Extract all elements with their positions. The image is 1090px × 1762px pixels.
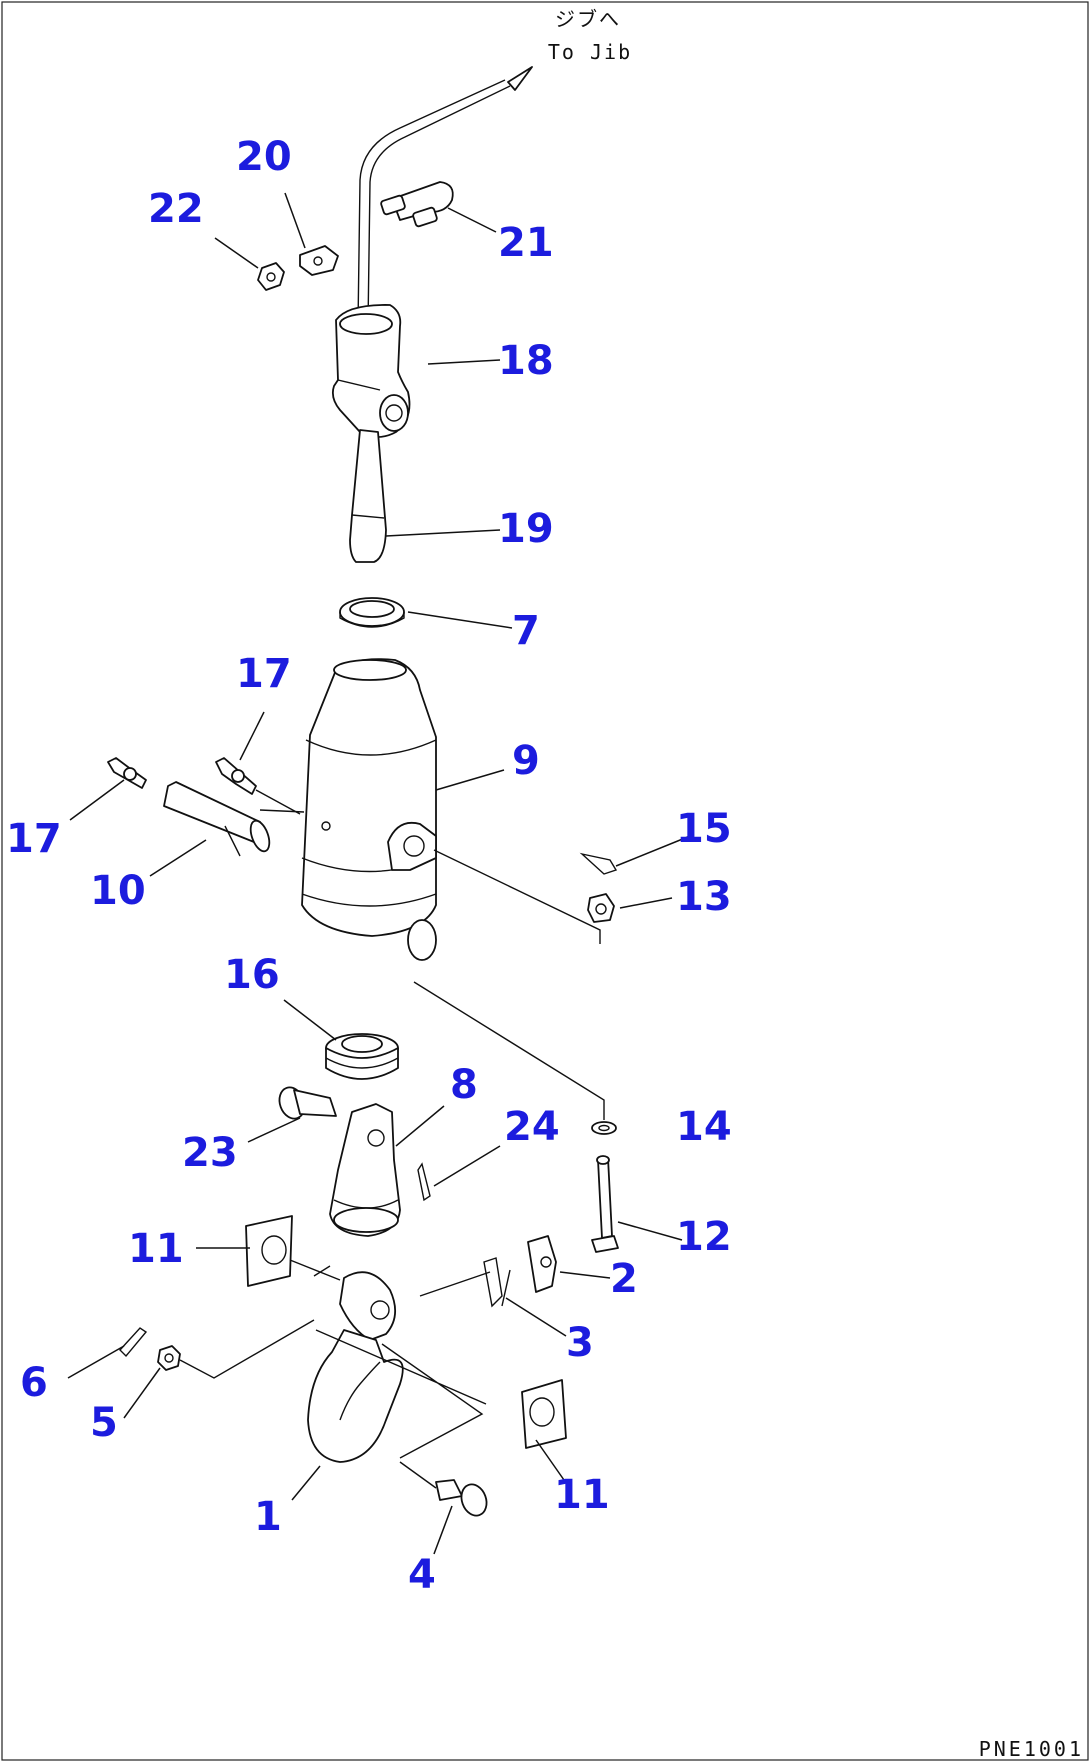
- callout-leaders: [67, 192, 691, 1555]
- callout-11-right: 11: [554, 1472, 610, 1518]
- assembly-axis: [179, 1265, 491, 1459]
- callout-8: 8: [450, 1062, 478, 1108]
- part-22-nut: [257, 262, 285, 291]
- part-23-pin: [278, 1086, 337, 1120]
- callout-19: 19: [498, 506, 554, 552]
- part-3-pin: [483, 1257, 511, 1308]
- part-2-bracket: [527, 1235, 557, 1293]
- callout-16: 16: [224, 952, 280, 998]
- part-8-yoke: [329, 1103, 401, 1237]
- callout-5: 5: [90, 1400, 118, 1446]
- callout-3: 3: [566, 1320, 594, 1366]
- callout-1: 1: [254, 1494, 282, 1540]
- callout-11-left: 11: [128, 1226, 184, 1272]
- callout-20: 20: [236, 134, 292, 180]
- destination-label-jp: ジブへ: [555, 7, 621, 31]
- callout-13: 13: [676, 874, 732, 920]
- wire-rope-to-jib: [357, 66, 533, 326]
- part-16-thrust-bearing: [325, 1033, 399, 1080]
- callout-17-left: 17: [6, 816, 62, 862]
- callout-10: 10: [90, 868, 146, 914]
- part-1-hook: [307, 1271, 404, 1463]
- part-17-grease-fitting-2: [107, 757, 147, 789]
- callout-7: 7: [512, 608, 540, 654]
- part-11-plate-2: [521, 1379, 567, 1449]
- callout-6: 6: [20, 1360, 48, 1406]
- drawing-code: PNE1001: [979, 1737, 1084, 1761]
- part-10-pin: [163, 781, 305, 857]
- part-21-shackle: [380, 181, 454, 228]
- callout-18: 18: [498, 338, 554, 384]
- callout-15: 15: [676, 806, 732, 852]
- destination-label-en: To Jib: [548, 40, 632, 64]
- part-11-plate: [245, 1215, 341, 1287]
- part-6-pin: [119, 1327, 148, 1358]
- callout-23: 23: [182, 1130, 238, 1176]
- callout-2: 2: [610, 1256, 638, 1302]
- part-5-nut: [157, 1345, 181, 1371]
- part-19-wedge: [349, 429, 387, 563]
- part-17-grease-fitting: [215, 757, 301, 815]
- callout-9: 9: [512, 738, 540, 784]
- part-9-swivel-body: [301, 658, 437, 961]
- part-7-ring: [339, 597, 405, 628]
- callout-17-upper: 17: [236, 651, 292, 697]
- part-14-washer: [413, 981, 617, 1135]
- callout-12: 12: [676, 1214, 732, 1260]
- callout-22: 22: [148, 186, 204, 232]
- callout-14: 14: [676, 1104, 732, 1150]
- part-18-socket: [331, 304, 411, 438]
- part-4-bolt: [399, 1461, 488, 1517]
- callout-4: 4: [408, 1552, 436, 1598]
- callout-24: 24: [504, 1104, 560, 1150]
- part-15-cotter-pin: [579, 852, 618, 875]
- part-24-cotter-pin: [417, 1162, 431, 1202]
- callout-21: 21: [498, 220, 554, 266]
- part-12-bolt: [591, 1155, 619, 1253]
- part-20-plate: [299, 245, 339, 276]
- part-13-nut: [433, 849, 615, 944]
